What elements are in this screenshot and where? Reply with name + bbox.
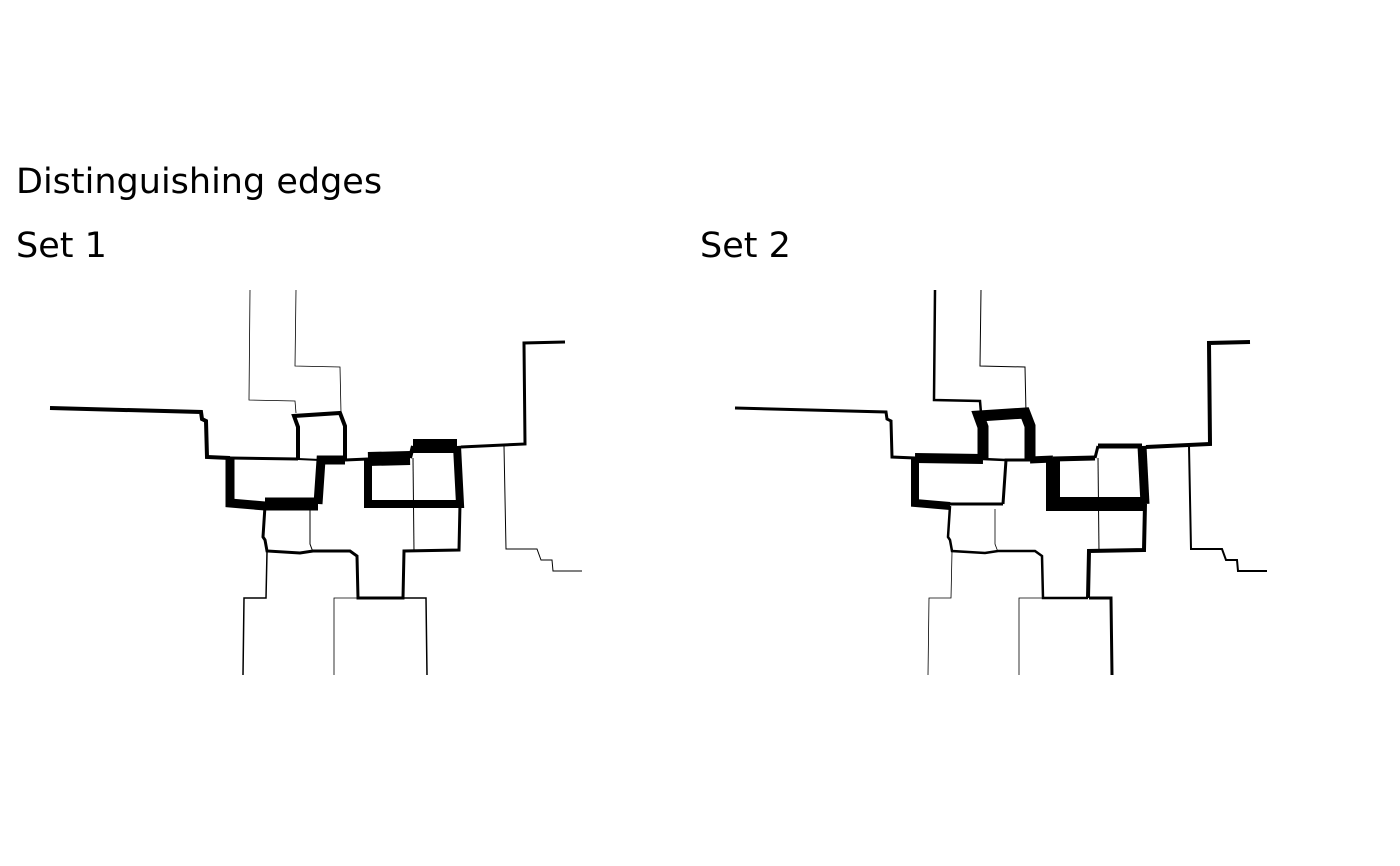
edge-line	[1046, 459, 1145, 511]
edge-line	[927, 551, 953, 676]
edge-line	[979, 289, 1027, 414]
edge-line	[1137, 445, 1150, 505]
edge-line	[460, 340, 566, 449]
edge-line	[1018, 597, 1043, 675]
edge-line	[313, 455, 345, 505]
edge-line	[1052, 455, 1096, 462]
edge-line	[994, 509, 999, 553]
edge-line	[503, 445, 582, 572]
edge-line	[408, 445, 415, 459]
edge-network-set-2	[734, 289, 1267, 676]
edge-line	[367, 451, 411, 466]
edge-line	[242, 551, 268, 676]
edge-line	[1093, 445, 1100, 459]
edge-line	[404, 597, 428, 676]
figure-title: Distinguishing edges	[16, 162, 383, 202]
edge-line	[911, 458, 951, 510]
edge-line	[932, 289, 983, 414]
edge-line	[982, 457, 1006, 462]
edge-line	[49, 406, 231, 460]
edge-line	[1086, 503, 1147, 599]
edge-line	[309, 509, 314, 553]
edge-line	[1001, 458, 1030, 505]
panel-title-set-2: Set 2	[700, 226, 791, 266]
edge-line	[261, 503, 462, 600]
edge-line	[225, 458, 266, 511]
edge-network-set-1	[49, 289, 582, 676]
edge-line	[946, 505, 1088, 600]
edge-line	[914, 453, 984, 464]
edge-line	[1145, 340, 1251, 449]
edge-line	[291, 410, 347, 460]
edge-line	[294, 289, 342, 414]
edge-line	[229, 456, 299, 461]
edge-line	[734, 406, 916, 460]
edge-line	[971, 407, 1036, 460]
edge-line	[364, 445, 465, 508]
edge-line	[333, 597, 358, 675]
edge-line	[297, 458, 321, 461]
panel-title-set-1: Set 1	[16, 226, 107, 266]
edge-line	[1089, 596, 1114, 676]
edge-line	[1188, 445, 1267, 572]
edge-line	[248, 289, 297, 414]
